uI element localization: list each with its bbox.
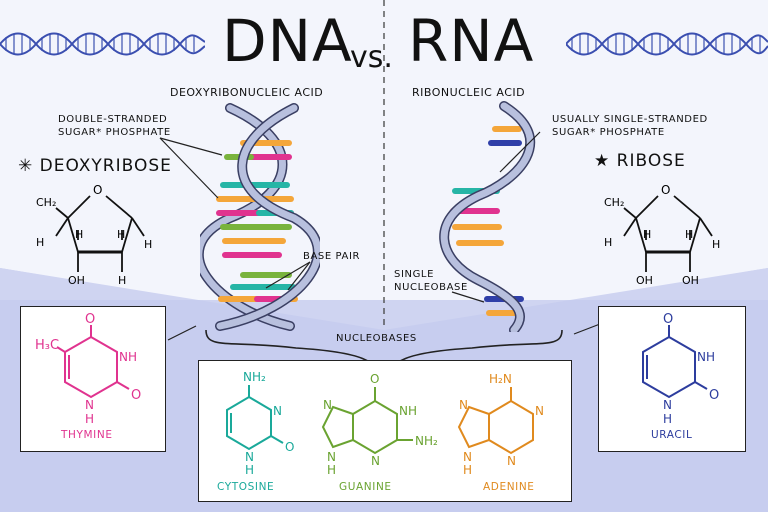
single-nucleobase-label: Single nucleobase: [394, 268, 468, 294]
adenine-structure: H₂N N N N N H: [457, 372, 544, 477]
dna-backbone-label-line1: Double-stranded: [58, 114, 168, 125]
cytosine-n: N: [273, 404, 282, 418]
title-rna: RNA: [408, 7, 535, 75]
guanine-n3: N: [327, 450, 336, 464]
uracil-h: H: [663, 412, 672, 426]
nucleobases-box: NH₂ N N H O Cytosine O NH N N N H NH₂ Gu…: [198, 360, 572, 502]
star-icon: ★: [594, 151, 617, 171]
uracil-o1: O: [663, 312, 673, 327]
thymine-o1: O: [85, 312, 95, 327]
ribose-h4: H: [712, 238, 720, 251]
guanine-nh: NH: [399, 404, 417, 418]
cytosine-o: O: [285, 440, 294, 454]
ribose-h1: H: [604, 236, 612, 249]
dna-backbone-label: Double-stranded sugar* phosphate: [58, 113, 171, 139]
rna-backbone-label: Usually single-stranded sugar* phosphate: [552, 113, 708, 139]
rna-bases: [450, 126, 524, 316]
guanine-n2: N: [371, 454, 380, 468]
center-divider: [383, 0, 385, 330]
ribose-structure: O CH₂ H H H H OH OH: [604, 183, 720, 287]
adenine-h: H: [463, 463, 472, 477]
ribose-h2: H: [643, 228, 651, 241]
uracil-n: N: [663, 398, 672, 412]
thymine-box: H₃C O NH N H O Thymine: [20, 306, 166, 452]
title-vs: vs.: [350, 40, 393, 75]
thymine-structure: H₃C O NH N H O: [35, 312, 141, 426]
deoxyribose-h5: H: [118, 274, 126, 287]
title-dna: DNA: [222, 7, 353, 75]
dna-subtitle: Deoxyribonucleic Acid: [170, 86, 324, 99]
deoxyribose-o: O: [93, 183, 102, 197]
uracil-name: Uracil: [651, 429, 693, 441]
nucleobases-label: Nucleobases: [336, 333, 417, 344]
guanine-n1: N: [323, 398, 332, 412]
dna-backbone-label-line2: sugar* phosphate: [58, 127, 171, 138]
rna-single-helix: [439, 101, 535, 332]
adenine-n3: N: [507, 454, 516, 468]
ribose-label: ★ Ribose: [594, 151, 686, 171]
deoxyribose-oh: OH: [68, 274, 85, 287]
guanine-o: O: [370, 372, 379, 386]
ribose-h3: H: [685, 228, 693, 241]
cytosine-structure: NH₂ N N H O: [226, 370, 294, 477]
uracil-structure: O NH N H O: [642, 312, 719, 426]
cytosine-nh2: NH₂: [243, 370, 266, 384]
rna-backbone-label-line1: Usually single-stranded: [552, 114, 708, 125]
adenine-h2n: H₂N: [489, 372, 512, 386]
decorative-helix-left: [0, 32, 205, 56]
cytosine-h: H: [245, 463, 254, 477]
ribose-oh2: OH: [682, 274, 699, 287]
rna-backbone-label-line2: sugar* phosphate: [552, 127, 665, 138]
decorative-helix-right: [566, 32, 768, 56]
thymine-o2: O: [131, 388, 141, 403]
single-nucleobase-line1: Single: [394, 269, 435, 280]
thymine-ch3: H₃C: [35, 338, 59, 353]
deoxyribose-h3: H: [117, 228, 125, 241]
deoxyribose-ch2: CH₂: [36, 196, 56, 209]
base-pair-label: Base pair: [303, 251, 361, 262]
guanine-h: H: [327, 463, 336, 477]
ribose-o: O: [661, 183, 670, 197]
thymine-name: Thymine: [61, 429, 113, 441]
adenine-n2: N: [459, 398, 468, 412]
cytosine-n2: N: [245, 450, 254, 464]
deoxyribose-h1: H: [36, 236, 44, 249]
guanine-name: Guanine: [339, 481, 392, 493]
ribose-oh1: OH: [636, 274, 653, 287]
thymine-n: N: [85, 398, 94, 412]
adenine-n4: N: [463, 450, 472, 464]
adenine-name: Adenine: [483, 481, 535, 493]
guanine-structure: O NH N N N H NH₂: [321, 372, 438, 477]
thymine-h: H: [85, 412, 94, 426]
rna-subtitle: Ribonucleic Acid: [412, 86, 526, 99]
deoxyribose-structure: O CH₂ H H H H OH H: [36, 183, 152, 287]
adenine-n1: N: [535, 404, 544, 418]
ribose-ch2: CH₂: [604, 196, 624, 209]
cytosine-name: Cytosine: [217, 481, 275, 493]
deoxyribose-h2: H: [75, 228, 83, 241]
asterisk-icon: ✳: [18, 156, 40, 176]
deoxyribose-label: ✳ Deoxyribose: [18, 156, 172, 176]
deoxyribose-h4: H: [144, 238, 152, 251]
deoxyribose-text: Deoxyribose: [39, 156, 172, 176]
guanine-nh2: NH₂: [415, 434, 438, 448]
single-nucleobase-line2: nucleobase: [394, 282, 468, 293]
uracil-nh: NH: [697, 350, 715, 364]
uracil-box: O NH N H O Uracil: [598, 306, 746, 452]
ribose-text: Ribose: [616, 151, 686, 171]
dna-double-helix: [200, 103, 320, 331]
uracil-o2: O: [709, 388, 719, 403]
thymine-nh: NH: [119, 350, 137, 364]
